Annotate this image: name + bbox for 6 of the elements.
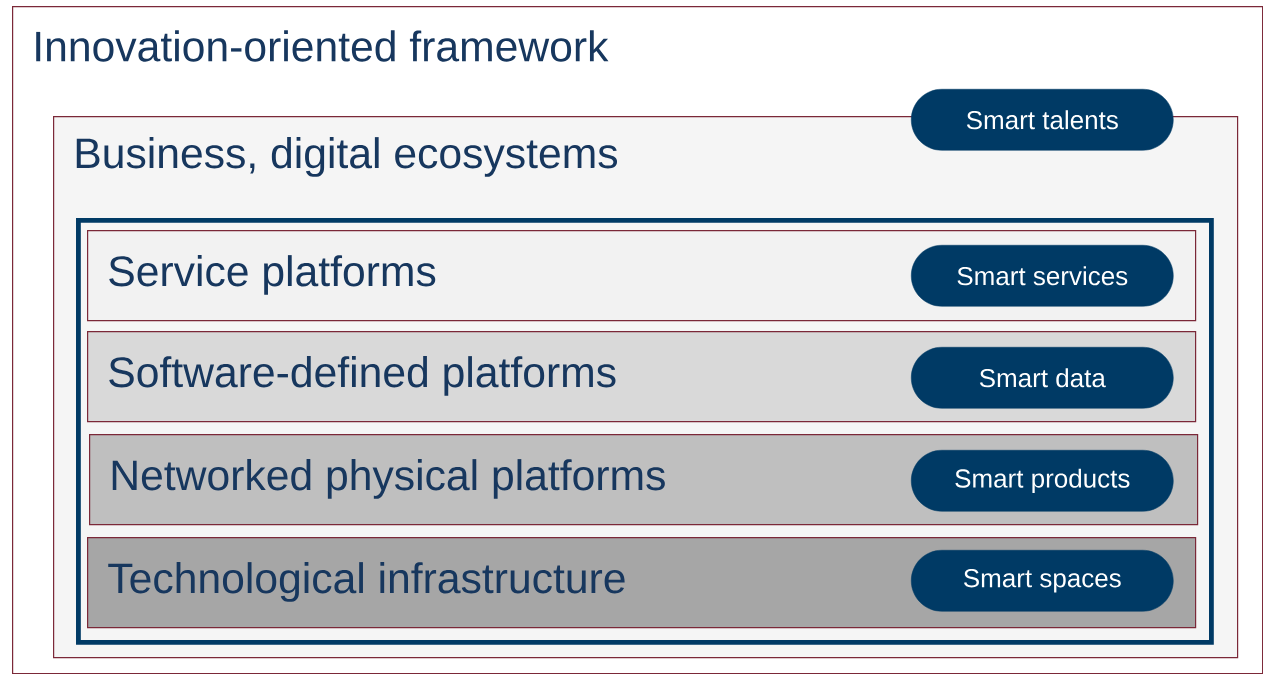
tag-pill: Smart services	[911, 245, 1174, 307]
tag-pill: Smart spaces	[911, 550, 1174, 612]
tag-pill: Smart products	[911, 450, 1174, 512]
tag-pill: Smart talents	[911, 89, 1174, 151]
tag-pill: Smart data	[911, 347, 1174, 409]
layers-frame	[76, 218, 1214, 645]
